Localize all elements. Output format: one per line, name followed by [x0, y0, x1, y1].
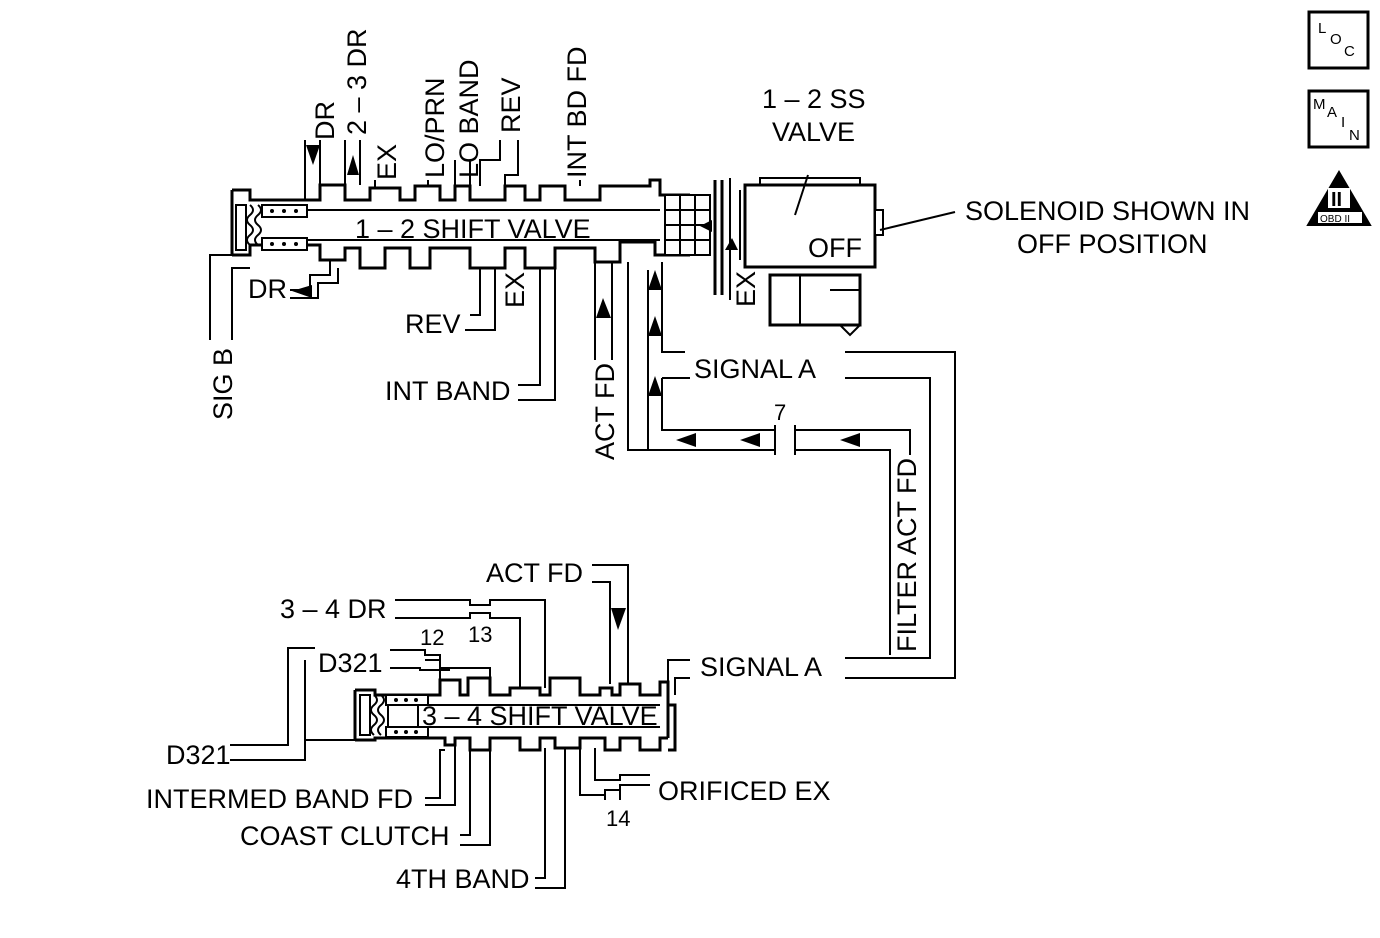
- label-filter-act-fd: FILTER ACT FD: [892, 458, 922, 652]
- label-orificed-ex: ORIFICED EX: [658, 776, 831, 806]
- label-bottom-rev: REV: [405, 309, 461, 339]
- label-coast-clutch: COAST CLUTCH: [240, 821, 450, 851]
- label-4th-band: 4TH BAND: [396, 864, 530, 894]
- arrow-filter-left-3: [840, 433, 860, 447]
- arrow-signal-up-3: [648, 376, 662, 396]
- arrow-filter-left-1: [676, 433, 696, 447]
- valve-34-ports: [230, 564, 690, 889]
- label-top-lo-band: LO BAND: [454, 59, 484, 178]
- label-top-lo-prn: LO/PRN: [420, 77, 450, 178]
- shift-valve-12-body: [230, 178, 711, 270]
- signal-a-loop-top: [647, 262, 956, 679]
- label-d321-top: D321: [318, 648, 383, 678]
- label-bottom-dr: DR: [248, 274, 287, 304]
- label-34-dr: 3 – 4 DR: [280, 594, 387, 624]
- svg-text:M: M: [1313, 96, 1326, 113]
- label-top-rev: REV: [496, 77, 526, 133]
- shift-valve-34-body: [353, 676, 677, 752]
- arrow-signal-up-2: [648, 316, 662, 336]
- label-top-dr: DR: [310, 101, 340, 140]
- label-top-int-bd-fd: INT BD FD: [562, 46, 592, 178]
- svg-text:II: II: [1331, 189, 1342, 211]
- main-icon: M A I N: [1307, 89, 1370, 149]
- label-top-ex: EX: [372, 144, 402, 180]
- label-signal-a-top: SIGNAL A: [694, 354, 816, 384]
- label-bottom-ex: EX: [500, 272, 530, 308]
- spring-34: [359, 694, 429, 738]
- svg-text:N: N: [1349, 127, 1360, 144]
- arrow-act-fd-up: [596, 298, 611, 318]
- arrow-dr-left: [292, 285, 312, 298]
- label-top-23-dr: 2 – 3 DR: [342, 28, 372, 135]
- valve-12-top-ports: [304, 140, 581, 200]
- label-signal-a-34: SIGNAL A: [700, 652, 822, 682]
- obd-ii-icon: II OBD II: [1306, 170, 1372, 226]
- svg-text:I: I: [1341, 114, 1345, 131]
- svg-text:C: C: [1344, 43, 1355, 60]
- label-orifice-13: 13: [468, 622, 492, 647]
- svg-text:L: L: [1318, 20, 1326, 37]
- solenoid-12-ss: [700, 174, 956, 337]
- label-d321-left: D321: [166, 740, 231, 770]
- label-solenoid-note-line2: OFF POSITION: [1017, 229, 1208, 259]
- label-int-band: INT BAND: [385, 376, 511, 406]
- arrow-filter-left-2: [740, 433, 760, 447]
- spring-12: [235, 204, 308, 251]
- arrow-act-fd-34-down: [611, 608, 626, 630]
- valve-12-bottom-ports: [209, 254, 775, 451]
- svg-text:O: O: [1330, 31, 1342, 48]
- label-orifice-12: 12: [420, 625, 444, 650]
- arrow-signal-up-1: [648, 270, 662, 290]
- label-solenoid-ex: EX: [731, 271, 761, 307]
- label-off: OFF: [808, 233, 862, 263]
- label-valve-34: 3 – 4 SHIFT VALVE: [422, 701, 658, 731]
- label-solenoid-note-line1: SOLENOID SHOWN IN: [965, 196, 1250, 226]
- label-valve-12: 1 – 2 SHIFT VALVE: [355, 214, 591, 244]
- label-orifice-14: 14: [606, 806, 630, 831]
- label-orifice-7: 7: [774, 400, 786, 425]
- arrow-dr-down: [306, 145, 320, 165]
- label-act-fd-12: ACT FD: [590, 363, 620, 460]
- label-act-fd-34: ACT FD: [486, 558, 583, 588]
- label-ss-valve-line2: VALVE: [772, 117, 855, 147]
- arrow-23dr-up: [347, 155, 359, 175]
- label-intermed-band-fd: INTERMED BAND FD: [146, 784, 413, 814]
- loc-icon: L O C: [1307, 10, 1370, 70]
- svg-text:OBD II: OBD II: [1320, 214, 1350, 225]
- label-sig-b: SIG B: [208, 348, 238, 420]
- svg-text:A: A: [1327, 104, 1337, 121]
- label-ss-valve-line1: 1 – 2 SS: [762, 84, 866, 114]
